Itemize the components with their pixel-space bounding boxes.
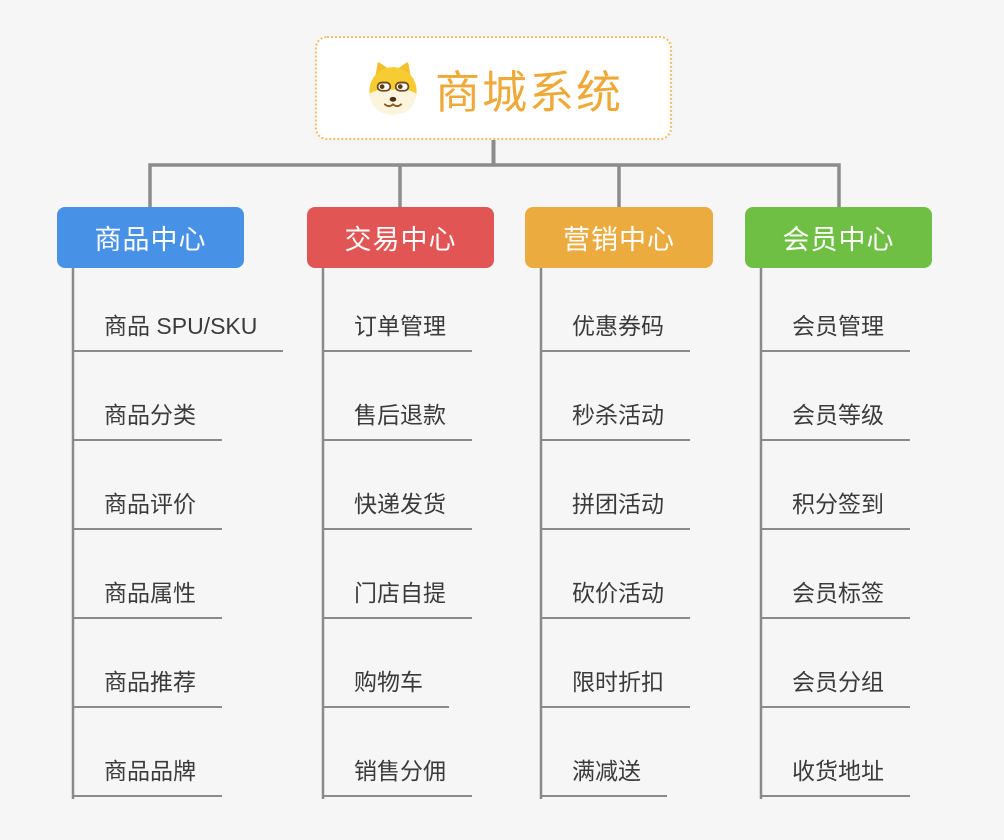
topic-item[interactable]: 商品品牌 [73, 755, 222, 797]
root-title: 商城系统 [434, 66, 623, 118]
topic-item[interactable]: 砍价活动 [541, 577, 690, 619]
topic-item[interactable]: 满减送 [541, 755, 667, 797]
topic-item[interactable]: 会员标签 [761, 577, 910, 619]
topic-item[interactable]: 收货地址 [761, 755, 910, 797]
branch-node-trade-center[interactable]: 交易中心 [307, 207, 494, 268]
topic-item[interactable]: 会员分组 [761, 666, 910, 708]
branch-label: 商品中心 [94, 225, 207, 255]
topic-item[interactable]: 限时折扣 [541, 666, 690, 708]
topic-item[interactable]: 门店自提 [323, 577, 472, 619]
branch-node-product-center[interactable]: 商品中心 [57, 207, 244, 268]
branch-label: 交易中心 [344, 225, 457, 255]
branch-node-member-center[interactable]: 会员中心 [745, 207, 932, 268]
topic-item[interactable]: 会员管理 [761, 310, 910, 352]
topic-item[interactable]: 售后退款 [323, 399, 472, 441]
topic-item[interactable]: 快递发货 [323, 488, 472, 530]
topic-item[interactable]: 订单管理 [323, 310, 472, 352]
branch-children-trade-center: 订单管理 售后退款 快递发货 门店自提 购物车 销售分佣 [323, 268, 472, 797]
branch-label: 营销中心 [563, 225, 675, 255]
branch-node-marketing-center[interactable]: 营销中心 [525, 207, 713, 268]
topic-item[interactable]: 优惠券码 [541, 310, 690, 352]
topic-item[interactable]: 商品推荐 [73, 666, 222, 708]
branch-children-product-center: 商品 SPU/SKU 商品分类 商品评价 商品属性 商品推荐 商品品牌 [73, 268, 284, 797]
topic-item[interactable]: 积分签到 [761, 488, 910, 530]
branch-children-marketing-center: 优惠券码 秒杀活动 拼团活动 砍价活动 限时折扣 满减送 [541, 268, 690, 797]
topic-item[interactable]: 商品 SPU/SKU [73, 310, 284, 352]
branch-label: 会员中心 [782, 225, 895, 255]
topic-item[interactable]: 拼团活动 [541, 488, 690, 530]
topic-item[interactable]: 会员等级 [761, 399, 910, 441]
root-node[interactable]: 商城系统 [315, 36, 672, 140]
branch-children-member-center: 会员管理 会员等级 积分签到 会员标签 会员分组 收货地址 [761, 268, 910, 797]
topic-item[interactable]: 销售分佣 [323, 755, 472, 797]
topic-item[interactable]: 商品分类 [73, 399, 222, 441]
topic-item[interactable]: 购物车 [323, 666, 449, 708]
doge-icon [369, 62, 417, 115]
topic-item[interactable]: 商品属性 [73, 577, 222, 619]
topic-item[interactable]: 商品评价 [73, 488, 222, 530]
topic-item[interactable]: 秒杀活动 [541, 399, 690, 441]
